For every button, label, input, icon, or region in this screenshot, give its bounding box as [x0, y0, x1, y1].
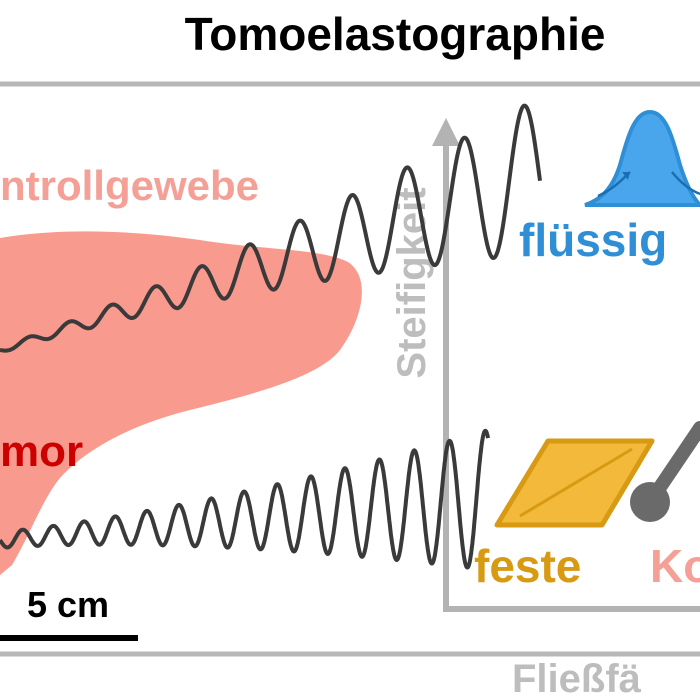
tumor-label: mor — [0, 427, 83, 476]
upper-shear-wave — [0, 103, 542, 353]
tissue-region — [0, 231, 362, 576]
solid-parallelogram-icon — [494, 438, 655, 528]
solid-label: feste — [474, 540, 581, 592]
diagram-title: Tomoelastographie — [185, 8, 606, 60]
lower-shear-wave — [0, 428, 490, 570]
control-tissue-label: ntrollgewebe — [0, 162, 259, 209]
liquid-blob-icon — [584, 109, 700, 207]
scale-label: 5 cm — [27, 584, 109, 625]
liquid-label: flüssig — [519, 214, 667, 266]
k-partial-label: Ko — [650, 540, 700, 592]
x-axis-label: Fließfä — [512, 657, 642, 700]
dumbbell-icon — [630, 421, 700, 522]
y-axis-arrow-icon — [432, 118, 460, 146]
y-axis-label: Steifigkeit — [390, 187, 434, 378]
